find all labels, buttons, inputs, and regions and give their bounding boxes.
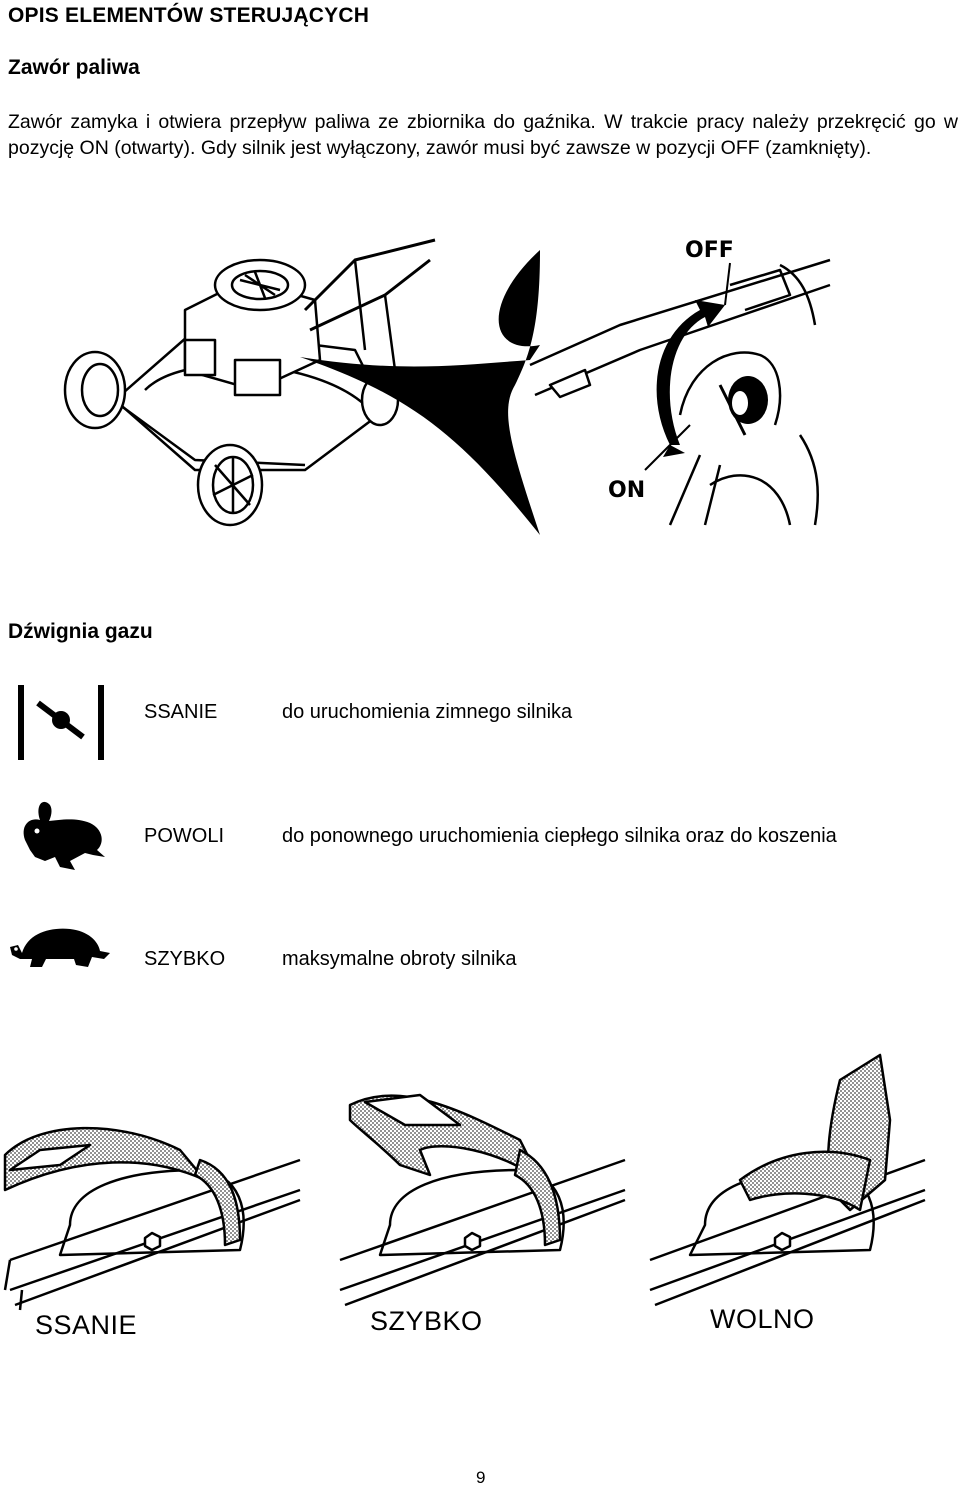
valve-off-label: OFF (685, 238, 734, 263)
valve-on-label: ON (608, 478, 645, 503)
lever-label-fast: SZYBKO (370, 1306, 483, 1336)
page-number: 9 (476, 1468, 486, 1487)
rabbit-icon (23, 801, 106, 870)
lawn-mower-illustration (63, 238, 436, 527)
fast-name: SZYBKO (144, 948, 226, 970)
lever-figure-fast (339, 1093, 626, 1307)
choke-name: SSANIE (144, 701, 218, 723)
fuel-valve-heading: Zawór paliwa (8, 56, 140, 79)
lever-label-choke: SSANIE (35, 1310, 138, 1340)
slow-name: POWOLI (144, 825, 225, 847)
choke-description: do uruchomienia zimnego silnika (282, 701, 573, 723)
lever-figure-choke (3, 1126, 301, 1311)
slow-description: do ponownego uruchomienia ciepłego silni… (282, 825, 837, 847)
fuel-valve-closeup: OFF ON (529, 238, 831, 526)
callout-pointer (300, 250, 540, 535)
section-title: OPIS ELEMENTÓW STERUJĄCYCH (8, 4, 370, 27)
turtle-icon (10, 928, 110, 967)
throttle-heading: Dźwignia gazu (8, 620, 153, 643)
lever-label-slow: WOLNO (710, 1304, 815, 1334)
lever-figure-slow (649, 1053, 926, 1307)
fast-description: maksymalne obroty silnika (282, 948, 517, 970)
fuel-valve-description: Zawór zamyka i otwiera przepływ paliwa z… (8, 111, 958, 159)
choke-icon (18, 685, 104, 760)
lever-figures (3, 1053, 926, 1311)
